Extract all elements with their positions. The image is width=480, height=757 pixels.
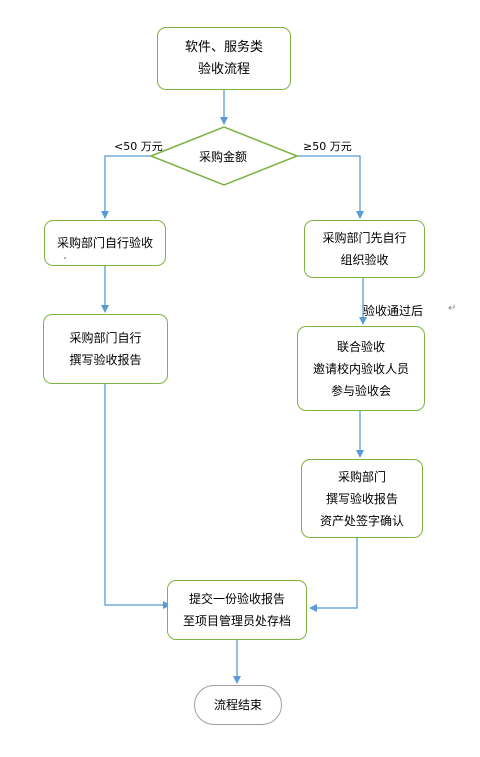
decision-label: 采购金额: [199, 150, 248, 164]
start-line-1: 软件、服务类: [184, 39, 263, 55]
joint-accept-node: 联合验收 邀请校内验收人员 参与验收会: [297, 326, 425, 411]
dept-report-line-2: 撰写验收报告: [325, 491, 398, 506]
stray-dot: [64, 257, 66, 259]
submit-node: 提交一份验收报告 至项目管理员处存档: [167, 580, 307, 640]
dept-report-line-1: 采购部门: [337, 469, 386, 484]
joint-accept-line-2: 邀请校内验收人员: [312, 361, 409, 376]
end-node: 流程结束: [194, 685, 282, 725]
arrow-self-report-to-submit: [104, 384, 171, 609]
start-node: 软件、服务类 验收流程: [157, 27, 291, 90]
first-accept-node: 采购部门先自行 组织验收: [304, 220, 425, 278]
self-report-line-2: 撰写验收报告: [69, 353, 142, 367]
submit-line-2: 至项目管理员处存档: [182, 614, 291, 628]
dept-report-node: 采购部门 撰写验收报告 资产处签字确认: [301, 459, 423, 538]
submit-line-1: 提交一份验收报告: [188, 592, 285, 606]
self-report-line-1: 采购部门自行: [69, 331, 142, 345]
arrow-dept-report-to-submit: [309, 538, 358, 612]
after-accept-label: 验收通过后: [363, 304, 424, 318]
arrow-lt50-branch: [101, 155, 151, 219]
end-text: 流程结束: [213, 698, 262, 712]
first-accept-line-2: 组织验收: [340, 253, 389, 267]
joint-accept-line-3: 参与验收会: [330, 383, 391, 398]
self-accept-node: 采购部门自行验收: [44, 220, 166, 266]
decision-diamond: [148, 126, 300, 186]
branch-label-ge50: ≥50 万元: [303, 140, 352, 153]
first-accept-line-1: 采购部门先自行: [322, 231, 407, 245]
dept-report-line-3: 资产处签字确认: [319, 513, 404, 528]
return-mark: ↵: [448, 303, 457, 314]
joint-accept-line-1: 联合验收: [336, 339, 385, 354]
start-line-2: 验收流程: [197, 61, 250, 77]
arrow-ge50-branch: [297, 155, 364, 219]
self-accept-text: 采购部门自行验收: [56, 236, 153, 250]
self-report-node: 采购部门自行 撰写验收报告: [43, 314, 168, 384]
branch-label-lt50: <50 万元: [114, 140, 163, 153]
